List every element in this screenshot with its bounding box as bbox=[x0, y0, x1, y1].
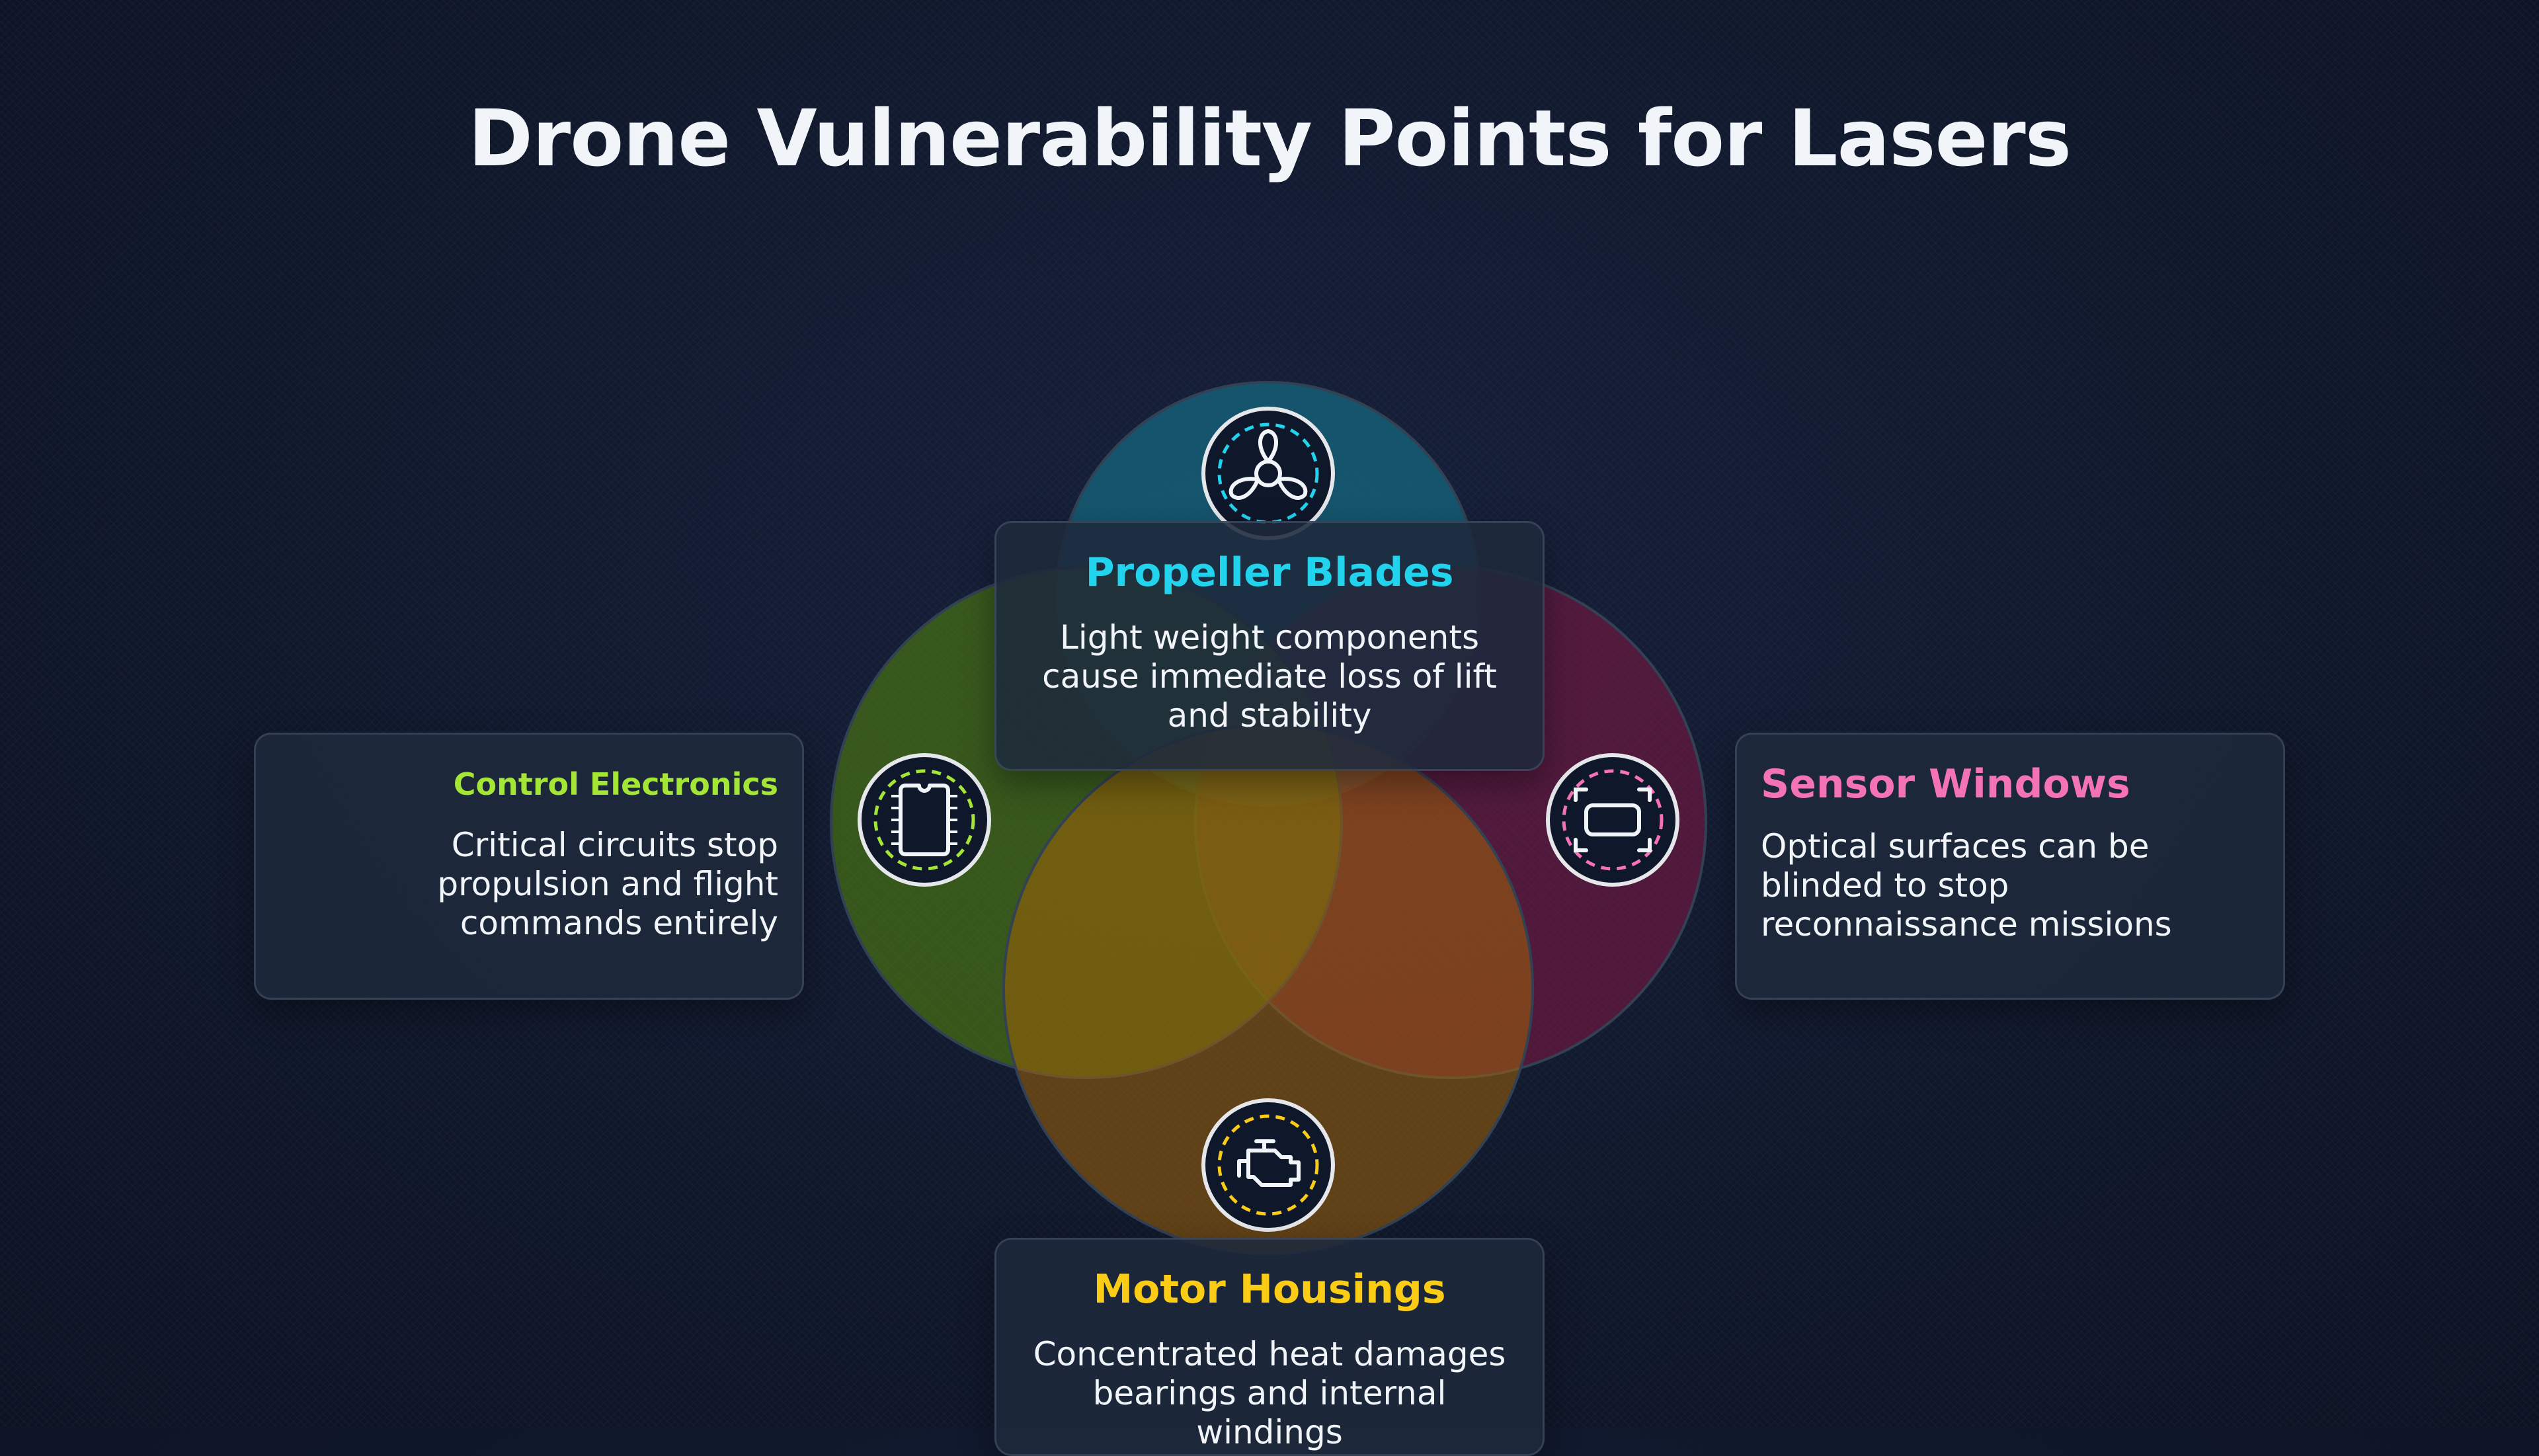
control-card: Control Electronics Critical circuits st… bbox=[254, 733, 804, 1000]
propeller-description: Light weight components cause immediate … bbox=[1042, 618, 1497, 735]
sensor-icon bbox=[1546, 753, 1679, 887]
motor-title: Motor Housings bbox=[1093, 1266, 1446, 1313]
propeller-icon bbox=[1201, 407, 1335, 540]
sensor-title: Sensor Windows bbox=[1761, 761, 2130, 807]
control-description: Critical circuits stop propulsion and fl… bbox=[437, 826, 778, 942]
motor-card: Motor Housings Concentrated heat damages… bbox=[994, 1238, 1545, 1456]
engine-icon bbox=[1201, 1098, 1335, 1232]
motor-description: Concentrated heat damages bearings and i… bbox=[1033, 1335, 1506, 1451]
page-title: Drone Vulnerability Points for Lasers bbox=[468, 93, 2072, 184]
propeller-card: Propeller Blades Light weight components… bbox=[994, 521, 1545, 771]
chip-icon bbox=[858, 753, 991, 887]
control-title: Control Electronics bbox=[453, 766, 778, 802]
sensor-card: Sensor Windows Optical surfaces can be b… bbox=[1735, 733, 2285, 1000]
sensor-description: Optical surfaces can be blinded to stop … bbox=[1761, 827, 2172, 944]
propeller-title: Propeller Blades bbox=[1085, 549, 1454, 596]
